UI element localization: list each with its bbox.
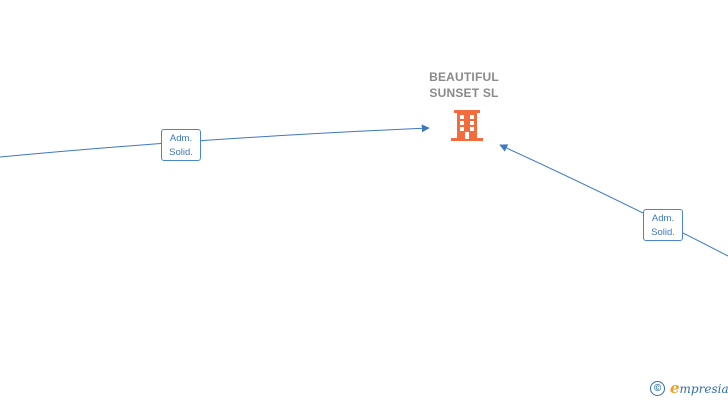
relation-label-line1: Adm. bbox=[169, 133, 193, 144]
relation-label-line1: Adm. bbox=[651, 213, 675, 224]
brand-initial: e bbox=[670, 379, 680, 397]
building-icon[interactable] bbox=[451, 108, 483, 141]
relation-label-line2: Solid. bbox=[651, 227, 675, 238]
copyright-icon: © bbox=[650, 380, 665, 396]
company-name-line1: BEAUTIFUL bbox=[429, 70, 499, 84]
company-name-line2: SUNSET SL bbox=[429, 86, 499, 100]
brand-rest: mpresia bbox=[679, 382, 728, 396]
brand-logo: empresia bbox=[670, 379, 728, 397]
empresia-watermark: © empresia bbox=[650, 378, 728, 398]
relation-label-right[interactable]: Adm. Solid. bbox=[643, 209, 683, 241]
edge-right bbox=[499, 144, 728, 257]
relation-label-line2: Solid. bbox=[169, 147, 193, 158]
relation-label-left[interactable]: Adm. Solid. bbox=[161, 129, 201, 161]
edge-left bbox=[0, 124, 430, 158]
company-name[interactable]: BEAUTIFUL SUNSET SL bbox=[404, 69, 524, 101]
